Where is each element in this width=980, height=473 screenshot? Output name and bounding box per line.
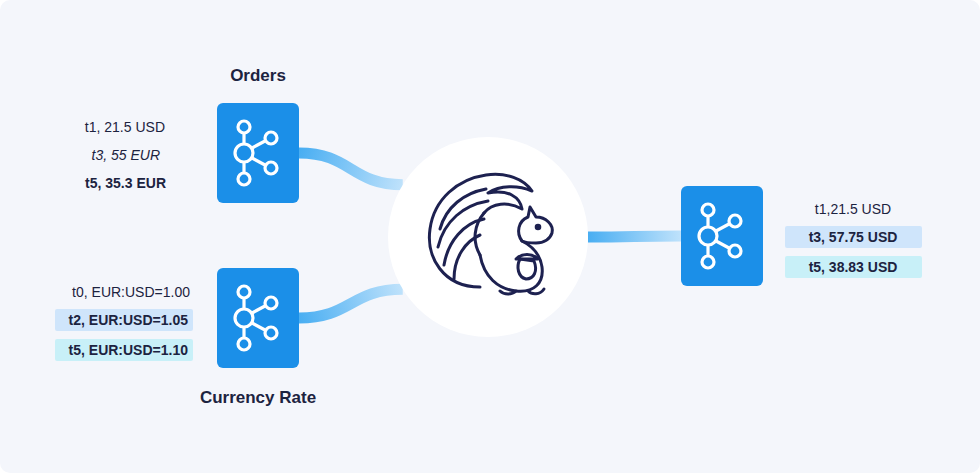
highlighted-event: t3, 57.75 USD	[785, 226, 922, 248]
event-record: t5, 35.3 EUR	[85, 174, 166, 192]
topic-heading: Orders	[230, 66, 286, 86]
flink-squirrel-logo	[388, 137, 588, 337]
event-record: t1,21.5 USD	[815, 200, 891, 218]
data-stream-connector	[299, 289, 403, 318]
event-record: t1, 21.5 USD	[85, 118, 165, 136]
data-stream-connector	[299, 153, 403, 185]
kafka-topic-box: Orders	[217, 103, 299, 203]
highlighted-event: t5, EUR:USD=1.10	[55, 339, 193, 361]
kafka-icon	[217, 268, 299, 368]
kafka-topic-box	[681, 186, 763, 286]
kafka-icon	[681, 186, 763, 286]
flink-processor-circle	[388, 137, 588, 337]
data-stream-connector	[588, 236, 681, 237]
kafka-topic-box: Currency Rate	[217, 268, 299, 368]
topic-heading: Currency Rate	[200, 388, 316, 408]
event-record: t0, EUR:USD=1.00	[72, 283, 190, 301]
highlighted-event: t5, 38.83 USD	[785, 256, 922, 278]
highlighted-event: t2, EUR:USD=1.05	[55, 309, 193, 331]
event-record: t3, 55 EUR	[92, 146, 160, 164]
kafka-icon	[217, 103, 299, 203]
